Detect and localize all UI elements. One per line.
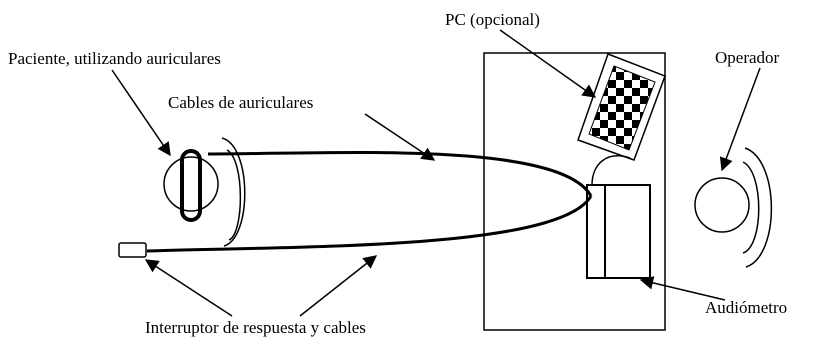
- headphone-cables-arrow: [364, 113, 436, 161]
- audiometer-label: Audiómetro: [705, 298, 787, 317]
- pc-arrow: [499, 29, 597, 98]
- patient-head-with-headphones-icon: [163, 137, 246, 247]
- operator-head-icon: [694, 147, 773, 268]
- desk-table: [483, 52, 666, 331]
- switch-arrow-left: [144, 259, 233, 317]
- audiometer-arrow: [639, 276, 726, 301]
- operator-arrow: [719, 67, 761, 172]
- pc-cable: [591, 155, 631, 186]
- switch-arrow-right: [299, 255, 378, 317]
- headphone-cable: [207, 150, 593, 197]
- switch-cable: [146, 195, 593, 253]
- headphone-cables-label: Cables de auriculares: [168, 93, 313, 112]
- patient-label: Paciente, utilizando auriculares: [8, 49, 221, 68]
- operator-label: Operador: [715, 48, 780, 67]
- patient-arrow: [111, 69, 171, 157]
- laptop-checkered-icon: [577, 53, 666, 161]
- response-switch-icon: [118, 242, 147, 258]
- response-switch-label: Interruptor de respuesta y cables: [145, 318, 366, 337]
- pc-label: PC (opcional): [445, 10, 540, 29]
- audiometer-box-icon: [586, 184, 651, 279]
